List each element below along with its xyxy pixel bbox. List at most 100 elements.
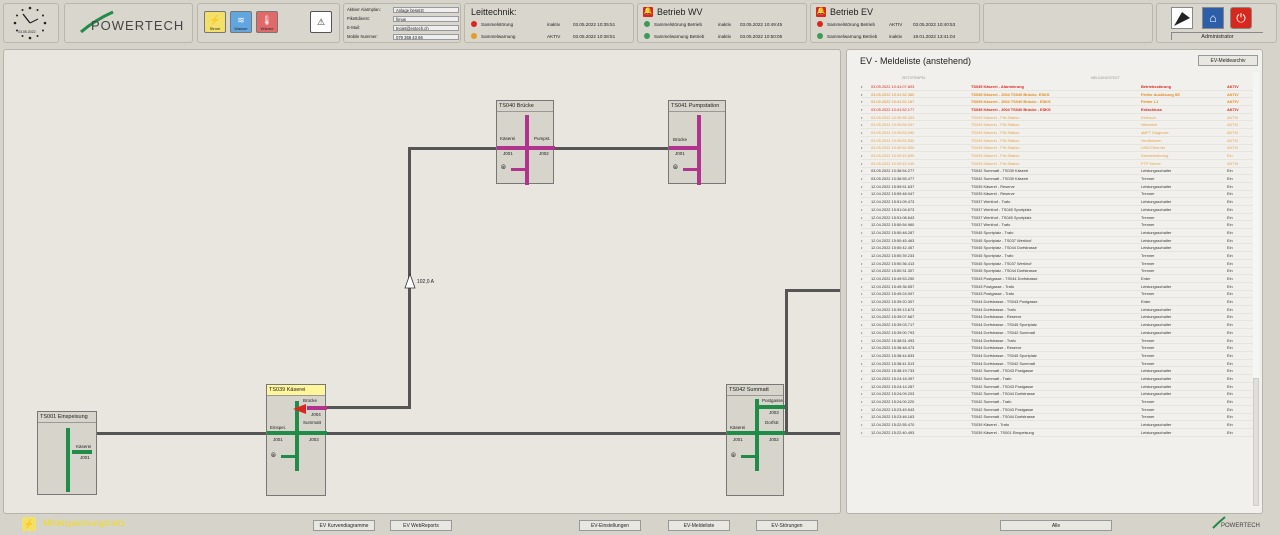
transformer-icon[interactable]: ⦾ [501, 165, 506, 171]
station-ts040[interactable]: TS040 Brücke Käserei J001 Pumpst. J002 ⦾ [496, 100, 555, 185]
breaker[interactable] [511, 168, 527, 171]
cable-ts040-in[interactable] [408, 147, 500, 150]
scrollbar-thumb[interactable] [1253, 378, 1259, 506]
breaker[interactable] [683, 168, 699, 171]
station-ts042[interactable]: TS042 Summatt Postgasse J003 Dorfstr. J0… [726, 384, 785, 496]
faults-button[interactable]: EV-Störungen [756, 520, 818, 531]
waerme-icon[interactable]: 🌡Wärme [256, 11, 278, 33]
scrollbar-track[interactable] [1253, 72, 1259, 507]
breaker[interactable] [497, 146, 525, 150]
breaker[interactable] [281, 455, 297, 458]
breaker[interactable] [759, 431, 785, 435]
settings-button[interactable]: EV-Einstellungen [579, 520, 641, 531]
breaker[interactable] [72, 450, 92, 454]
breaker[interactable] [529, 146, 555, 150]
breaker[interactable] [267, 431, 295, 435]
filter-all-button[interactable]: Alle [1000, 520, 1112, 531]
breaker[interactable] [307, 406, 327, 410]
home-icon[interactable]: ⌂ [1202, 7, 1224, 29]
cable-ts039-ts042[interactable] [326, 432, 730, 435]
column-header-message[interactable]: MELDUNGSTEXT [1091, 76, 1120, 80]
cable-ts040-ts041[interactable] [552, 147, 672, 150]
transformer-icon[interactable]: ⦾ [271, 453, 276, 459]
curve-diagrams-button[interactable]: EV Kurvendiagramme [313, 520, 375, 531]
transformer-icon[interactable]: ⦾ [673, 165, 678, 171]
wasser-icon[interactable]: ≋Wasser [230, 11, 252, 33]
station-ts039[interactable]: TS039 Käserei Brücke J004 Summatt J003 E… [266, 384, 327, 496]
cable-ts042-right[interactable] [785, 432, 840, 435]
breaker[interactable] [299, 431, 327, 435]
cable-ts039-ts040-h[interactable] [326, 406, 410, 409]
column-header-time[interactable]: ZEITSTEMPEL [902, 76, 926, 80]
message-list-button[interactable]: EV-Meldeliste [668, 520, 730, 531]
cable-ts042-up-h[interactable] [785, 289, 840, 292]
transformer-icon[interactable]: ⦾ [731, 453, 736, 459]
logout-icon[interactable] [1171, 7, 1193, 29]
breaker[interactable] [759, 405, 785, 409]
station-ts001[interactable]: TS001 Einspeisung Käserei J001 [37, 411, 97, 495]
cable-ts042-up-v[interactable] [785, 289, 788, 433]
archive-button[interactable]: EV-Meldearchiv [1198, 55, 1258, 66]
power-icon[interactable]: ⏻ [1230, 7, 1252, 29]
warning-sign-icon[interactable]: ⚠ [310, 11, 332, 33]
breaker[interactable] [669, 146, 697, 150]
breaker[interactable] [727, 431, 755, 435]
strom-icon[interactable]: ⚡Strom [204, 11, 226, 33]
breaker[interactable] [741, 455, 757, 458]
webreports-button[interactable]: EV WebReports [390, 520, 452, 531]
station-ts041[interactable]: TS041 Pumpstation Brücke J001 ⦾ [668, 100, 726, 185]
cable-ts001-ts039[interactable] [96, 432, 286, 435]
